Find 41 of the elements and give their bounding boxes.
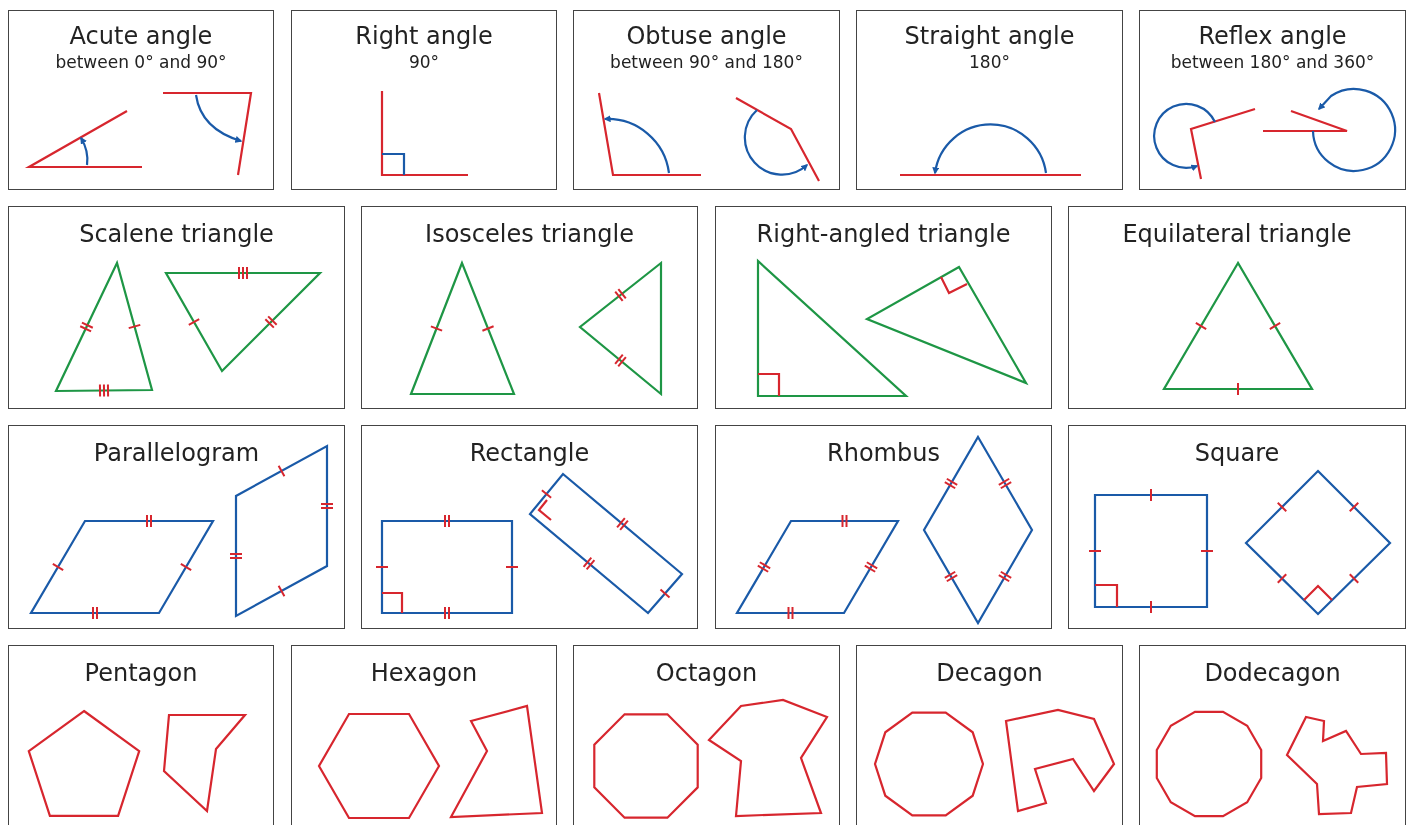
card-title: Square [1194, 438, 1280, 468]
shape-card [1139, 645, 1406, 825]
card-title: Reflex angle [1198, 21, 1347, 51]
shape-card [715, 425, 1052, 629]
card-title: Equilateral triangle [1122, 219, 1352, 249]
shape-card [8, 206, 345, 409]
card-title: Acute angle [69, 21, 213, 51]
shape-card [1139, 10, 1406, 190]
card-title: Right-angled triangle [756, 219, 1011, 249]
shape-card [361, 425, 698, 629]
card-title: Scalene triangle [79, 219, 274, 249]
card-title: Right angle [355, 21, 493, 51]
card-subtitle: 180° [969, 51, 1010, 73]
shape-card [8, 645, 274, 825]
card-title: Parallelogram [93, 438, 260, 468]
shape-card [8, 425, 345, 629]
card-subtitle: 90° [408, 51, 440, 73]
card-title: Pentagon [84, 658, 198, 688]
shape-card [1068, 425, 1406, 629]
shape-card [361, 206, 698, 409]
shape-card [856, 10, 1123, 190]
shape-card [573, 645, 840, 825]
card-subtitle: between 0° and 90° [55, 51, 227, 73]
shape-card [715, 206, 1052, 409]
card-title: Rectangle [469, 438, 590, 468]
card-title: Rhombus [827, 438, 940, 468]
shape-card [1068, 206, 1406, 409]
card-title: Obtuse angle [626, 21, 787, 51]
shape-card [291, 10, 557, 190]
shape-card [291, 645, 557, 825]
shape-card [573, 10, 840, 190]
card-title: Decagon [936, 658, 1043, 688]
card-subtitle: between 90° and 180° [610, 51, 803, 73]
card-subtitle: between 180° and 360° [1170, 51, 1375, 73]
shape-card [8, 10, 274, 190]
card-title: Hexagon [370, 658, 478, 688]
card-title: Octagon [655, 658, 758, 688]
card-title: Isosceles triangle [425, 219, 634, 249]
card-title: Straight angle [904, 21, 1075, 51]
card-title: Dodecagon [1204, 658, 1341, 688]
shape-card [856, 645, 1123, 825]
